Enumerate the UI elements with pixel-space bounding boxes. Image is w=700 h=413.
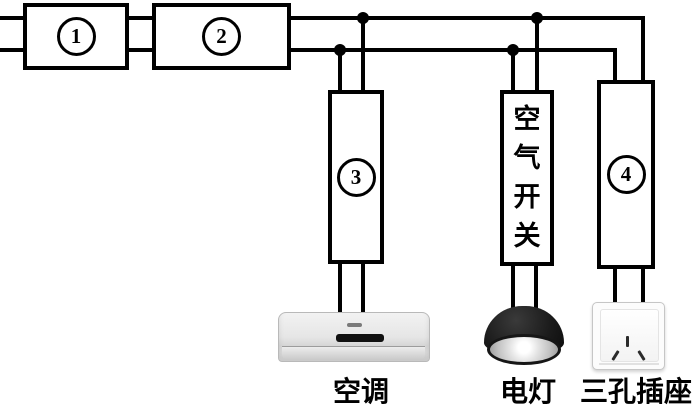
- drop-wire-to-air-switch-right: [535, 16, 539, 92]
- component-2-box: 2: [152, 3, 291, 70]
- air-switch-char-3: 开: [513, 182, 541, 212]
- wire-component-4-to-socket-left: [613, 265, 617, 305]
- label-three-hole-socket: 三孔插座: [579, 377, 692, 408]
- component-3-number: 3: [350, 164, 362, 189]
- socket-bottom-strip: [599, 363, 659, 365]
- air-conditioner-image: [278, 312, 430, 362]
- air-switch-char-1: 空: [513, 104, 541, 134]
- component-3-box: 3: [328, 90, 384, 264]
- wire-air-switch-to-lamp-right: [534, 262, 538, 310]
- link-1-2-bottom-wire: [128, 48, 153, 52]
- label-air-conditioner: 空调: [332, 377, 389, 408]
- label-lamp: 电灯: [499, 377, 556, 408]
- air-switch-char-2: 气: [513, 143, 541, 173]
- socket-ground-slot: [626, 336, 629, 347]
- component-1-box: 1: [23, 3, 129, 70]
- drop-wire-to-component-4-right: [641, 16, 645, 84]
- air-conditioner-vent-panel: [282, 346, 425, 360]
- drop-wire-to-component-4-left: [613, 48, 617, 84]
- top-bus-wire: [288, 16, 645, 20]
- component-1-number: 1: [70, 24, 82, 48]
- three-hole-socket-image: [592, 302, 665, 370]
- supply-bottom-wire: [0, 48, 23, 52]
- wire-component-3-to-ac-right: [361, 260, 365, 316]
- drop-wire-to-component-3-right: [361, 16, 365, 92]
- component-4-box: 4: [597, 80, 655, 269]
- component-3-circled-number: 3: [336, 157, 376, 197]
- link-1-2-top-wire: [128, 16, 153, 20]
- drop-wire-to-component-3-left: [338, 48, 342, 92]
- air-switch-char-4: 关: [513, 221, 541, 251]
- component-4-circled-number: 4: [606, 155, 646, 194]
- lamp-bulb-opening: [487, 334, 561, 365]
- wire-component-4-to-socket-right: [641, 265, 645, 305]
- component-4-number: 4: [620, 162, 632, 186]
- air-switch-box: 空 气 开 关: [500, 90, 554, 266]
- component-1-circled-number: 1: [56, 17, 96, 56]
- air-conditioner-logo: [347, 323, 362, 327]
- air-conditioner-display-strip: [336, 334, 384, 342]
- bottom-bus-wire: [288, 48, 617, 52]
- air-switch-label: 空 气 开 关: [504, 94, 550, 262]
- wire-component-3-to-ac-left: [338, 260, 342, 316]
- wire-air-switch-to-lamp-left: [511, 262, 515, 310]
- component-2-number: 2: [216, 24, 227, 48]
- supply-top-wire: [0, 16, 23, 20]
- socket-inner-plate: [600, 309, 659, 362]
- component-2-circled-number: 2: [202, 17, 241, 56]
- drop-wire-to-air-switch-left: [511, 48, 515, 92]
